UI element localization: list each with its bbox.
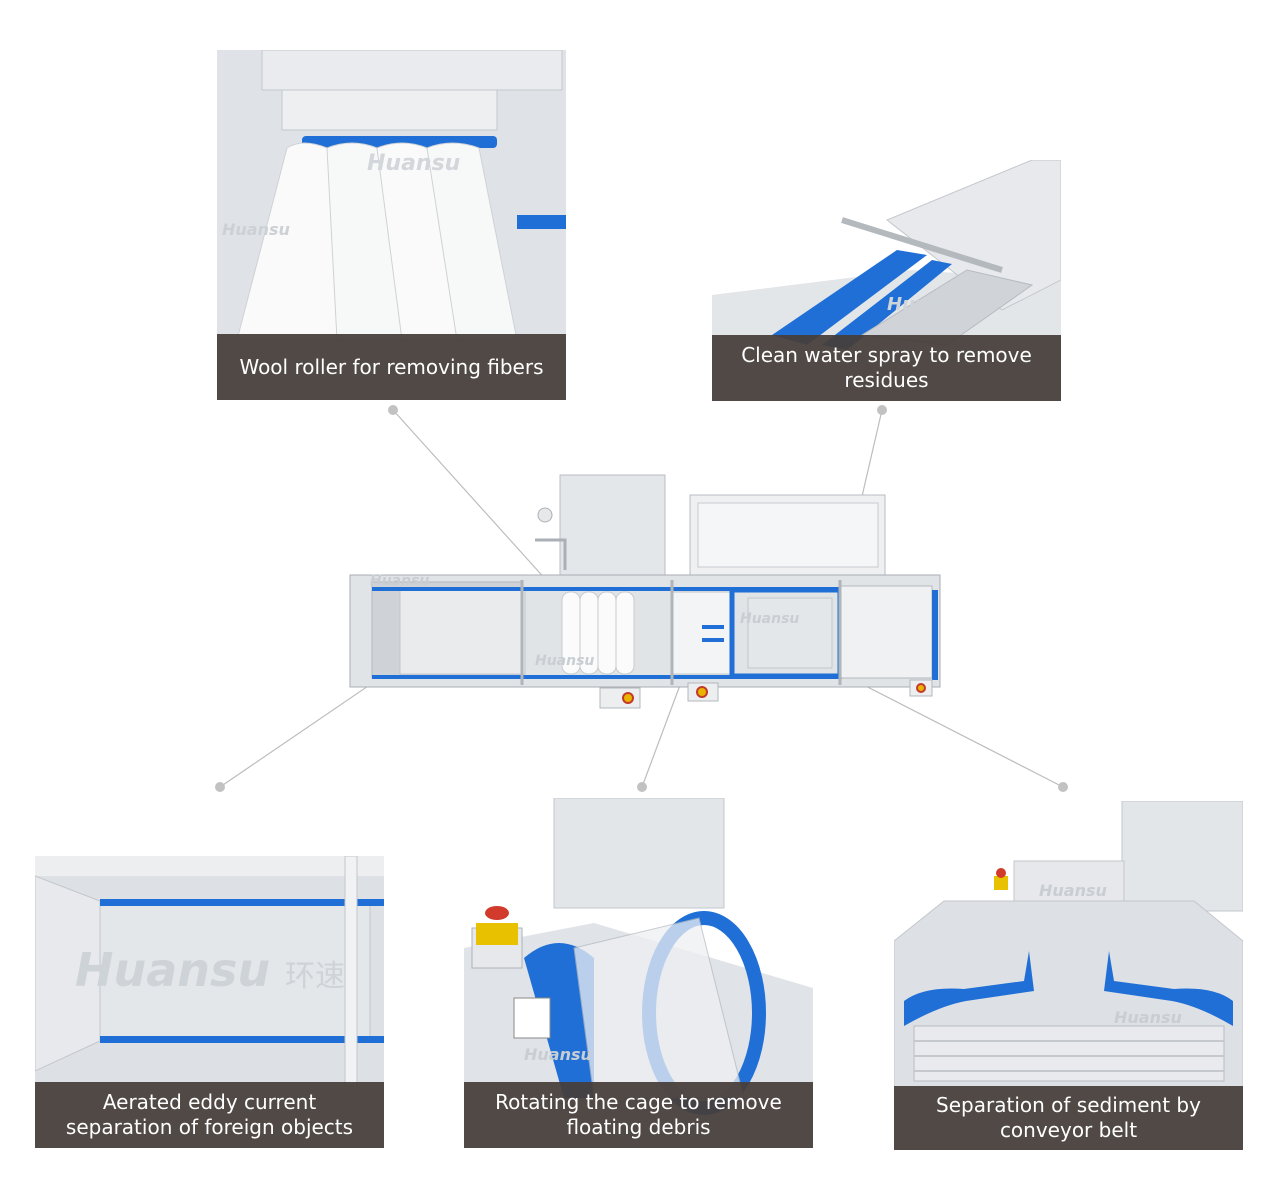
connector-dot-rotating-cage: [637, 782, 647, 792]
svg-text:Huansu: Huansu: [222, 220, 290, 239]
svg-text:Huansu: Huansu: [75, 943, 270, 997]
connector-dot-eddy-current: [215, 782, 225, 792]
svg-text:Huansu: Huansu: [524, 1045, 592, 1064]
svg-text:Huansu: Huansu: [370, 573, 429, 589]
svg-text:Huansu: Huansu: [367, 151, 460, 176]
rotating-cage-caption: Rotating the cage to remove floating deb…: [464, 1082, 813, 1148]
sediment-belt-panel: Huansu Huansu Separation of sediment by …: [894, 801, 1243, 1150]
rotating-cage-panel: Huansu Rotating the cage to remove float…: [464, 798, 813, 1148]
svg-text:Huansu: Huansu: [1114, 1008, 1182, 1027]
connector-dot-sediment-belt: [1058, 782, 1068, 792]
svg-text:Huansu: Huansu: [740, 611, 799, 627]
washing-machine-overview: Huansu Huansu Huansu: [349, 474, 941, 709]
svg-text:环速: 环速: [285, 959, 345, 994]
svg-text:Huansu: Huansu: [535, 653, 594, 669]
wool-roller-panel: Huansu Huansu Wool roller for removing f…: [217, 50, 566, 400]
eddy-current-caption: Aerated eddy current separation of forei…: [35, 1082, 384, 1148]
water-spray-panel: Huansu Clean water spray to remove resid…: [712, 160, 1061, 401]
connector-sediment-belt: [849, 677, 1064, 788]
eddy-current-panel: Huansu 环速 Aerated eddy current separatio…: [35, 856, 384, 1148]
svg-text:Huansu: Huansu: [1039, 881, 1107, 900]
connector-dot-wool-roller: [388, 405, 398, 415]
svg-text:Huansu: Huansu: [887, 294, 964, 315]
wool-roller-caption: Wool roller for removing fibers: [217, 334, 566, 400]
sediment-belt-caption: Separation of sediment by conveyor belt: [894, 1086, 1243, 1150]
connector-dot-water-spray: [877, 405, 887, 415]
water-spray-caption: Clean water spray to remove residues: [712, 335, 1061, 401]
rotating-cage-illustration: Huansu: [464, 798, 813, 1148]
